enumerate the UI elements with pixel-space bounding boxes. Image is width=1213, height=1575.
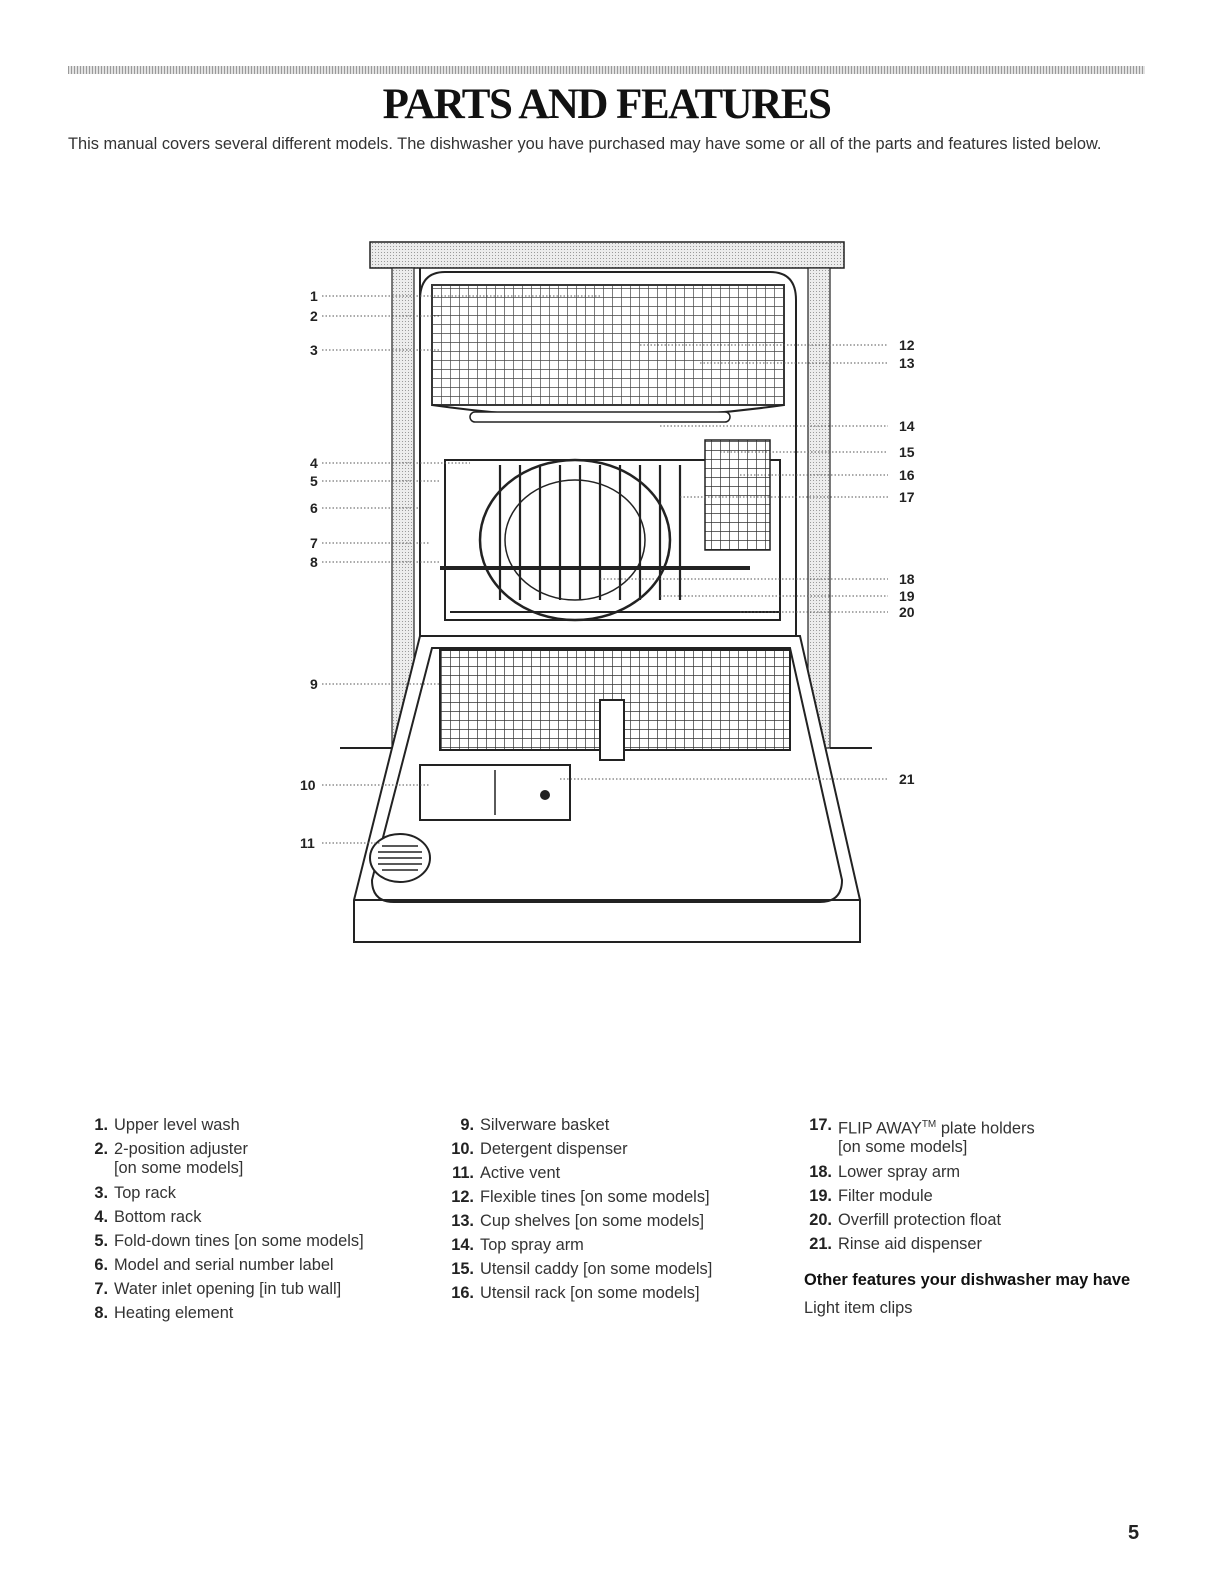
list-item: 3.Top rack: [94, 1184, 176, 1202]
dishwasher-diagram: [322, 241, 888, 943]
callout-2: 2: [310, 308, 318, 324]
callout-4: 4: [310, 455, 318, 471]
callout-6: 6: [310, 500, 318, 516]
callout-12: 12: [899, 337, 915, 353]
list-item: 8.Heating element: [94, 1304, 234, 1322]
callout-21: 21: [899, 771, 915, 787]
list-item: 2.2-position adjuster[on some models]: [94, 1140, 248, 1177]
list-item: 4.Bottom rack: [94, 1208, 202, 1226]
callout-13: 13: [899, 355, 915, 371]
list-item: 17.FLIP AWAYTM plate holders[on some mod…: [809, 1116, 1035, 1157]
callout-16: 16: [899, 467, 915, 483]
callout-11: 11: [300, 835, 315, 851]
list-item: 11.Active vent: [452, 1164, 561, 1182]
list-item: 1.Upper level wash: [94, 1116, 240, 1134]
list-item: 6.Model and serial number label: [94, 1256, 334, 1274]
parts-list-col-2: 9.Silverware basket 10.Detergent dispens…: [446, 1113, 786, 1305]
parts-list-col-1: 1.Upper level wash 2.2-position adjuster…: [80, 1113, 420, 1325]
list-item: 18.Lower spray arm: [809, 1163, 961, 1182]
callout-5: 5: [310, 473, 318, 489]
list-item: 9.Silverware basket: [460, 1116, 610, 1134]
list-item: 12.Flexible tines [on some models]: [451, 1188, 710, 1206]
list-item: 10.Detergent dispenser: [451, 1140, 628, 1158]
page-title: PARTS AND FEATURES: [382, 81, 832, 128]
callout-15: 15: [899, 444, 915, 460]
callout-7: 7: [310, 535, 318, 551]
list-item: 15.Utensil caddy [on some models]: [451, 1260, 713, 1278]
callout-1: 1: [310, 288, 318, 304]
list-item: 7.Water inlet opening [in tub wall]: [94, 1280, 342, 1298]
callout-20: 20: [899, 604, 915, 620]
intro-text: This manual covers several different mod…: [68, 135, 1102, 153]
list-item: 14.Top spray arm: [451, 1236, 584, 1254]
callout-19: 19: [899, 588, 915, 604]
page-number: 5: [1128, 1522, 1140, 1544]
parts-list-col-3: 17.FLIP AWAYTM plate holders[on some mod…: [804, 1113, 1164, 1320]
list-item: 21.Rinse aid dispenser: [809, 1235, 982, 1254]
list-item: 16.Utensil rack [on some models]: [451, 1284, 700, 1302]
callout-14: 14: [899, 418, 915, 434]
header-band: [68, 66, 1145, 74]
list-item: 13.Cup shelves [on some models]: [451, 1212, 705, 1230]
callout-3: 3: [310, 342, 318, 358]
callout-17: 17: [899, 489, 915, 505]
list-item: 20.Overfill protection float: [809, 1211, 1002, 1230]
callout-10: 10: [300, 777, 316, 793]
callout-8: 8: [310, 554, 318, 570]
list-item: 19.Filter module: [809, 1187, 933, 1206]
list-item: 5.Fold-down tines [on some models]: [94, 1232, 364, 1250]
callout-9: 9: [310, 676, 318, 692]
other-features-heading: Other features your dishwasher may have: [804, 1271, 1131, 1290]
callout-18: 18: [899, 571, 915, 587]
other-feature-item: Light item clips: [804, 1299, 913, 1318]
